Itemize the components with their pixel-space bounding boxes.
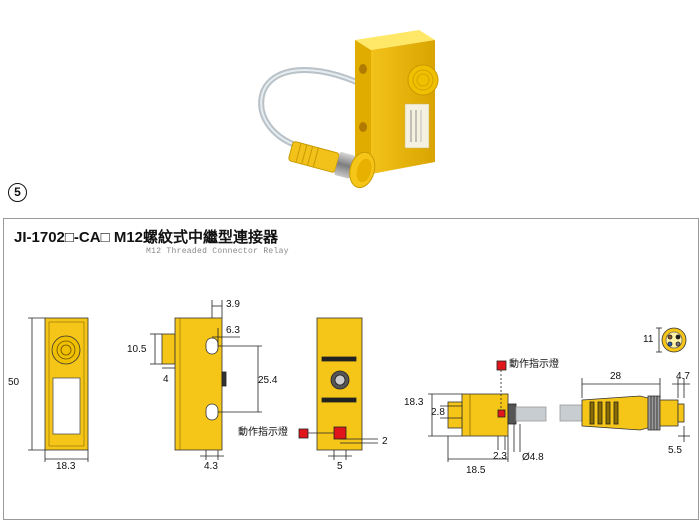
- product-photo: [258, 30, 439, 189]
- dim-cable-diameter: Ø4.8: [522, 452, 544, 463]
- dim-front-width: 18.3: [56, 461, 76, 472]
- dim-side-tab-depth: 4: [163, 374, 169, 385]
- dim-side-tab-height: 10.5: [127, 344, 147, 355]
- dim-back-indicator-width: 5: [337, 461, 343, 472]
- front-view-cap: [51, 335, 81, 365]
- dim-side-bottom-offset: 4.3: [204, 461, 218, 472]
- dim-bottom-length: 18.5: [466, 465, 486, 476]
- item-number-badge: 5: [8, 183, 27, 202]
- page-title: JI-1702□-CA□ M12螺紋式中繼型連接器: [14, 229, 279, 246]
- side-view-body: [174, 317, 223, 451]
- side-view-cable-stub: [221, 371, 227, 387]
- indicator-lamp-label: 動作指示燈: [238, 427, 288, 438]
- page-subtitle: M12 Threaded Connector Relay: [146, 247, 289, 256]
- front-view-label: [52, 377, 81, 435]
- dim-front-height: 50: [8, 377, 20, 388]
- indicator-lamp-label-2: 動作指示燈: [509, 359, 559, 370]
- bottom-view-cable: [515, 406, 547, 422]
- dim-connector-nut: 4.7: [676, 371, 690, 382]
- dim-pin-face: 11: [643, 334, 654, 345]
- dim-bottom-inner-height: 2.8: [431, 407, 445, 418]
- dim-side-hole-spacing: 25.4: [258, 375, 278, 386]
- dim-bottom-indicator-offset: 2.3: [493, 451, 507, 462]
- dim-connector-length: 28: [610, 371, 622, 382]
- back-view-indicator: [333, 426, 347, 440]
- connector-cable: [559, 404, 583, 422]
- dim-side-top-offset: 3.9: [226, 299, 240, 310]
- dim-connector-face: 5.5: [668, 445, 682, 456]
- side-view-tab: [161, 333, 176, 365]
- dim-side-hole-offset: 6.3: [226, 325, 240, 336]
- bottom-view-indicator: [497, 409, 506, 418]
- dim-back-indicator-offset: 2: [382, 436, 388, 447]
- dim-bottom-height: 18.3: [404, 397, 424, 408]
